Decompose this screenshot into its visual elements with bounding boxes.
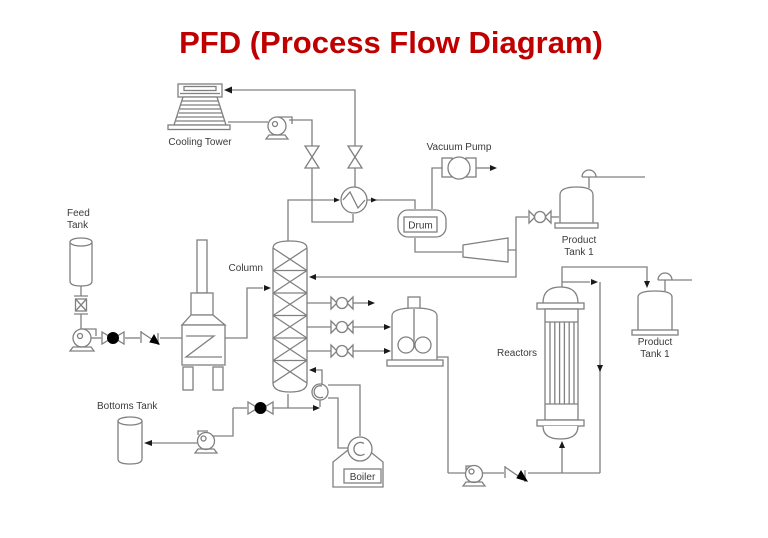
bottoms-tank (117, 416, 143, 465)
bottoms-tank-label: Bottoms Tank (97, 401, 158, 412)
feed-tank-label-line2: Tank (67, 220, 89, 231)
product-ball-valve (528, 209, 552, 225)
side-draw-valve-1 (330, 295, 354, 311)
bottoms-pump (193, 430, 219, 454)
feed-check-valve (140, 331, 160, 345)
side-draw-valve-2 (330, 319, 354, 335)
cooling-tower-pump (264, 116, 293, 140)
drum (397, 209, 447, 238)
vacuum-pump (441, 156, 477, 180)
pipe-lines (80, 89, 692, 474)
vacuum-pump-label: Vacuum Pump (427, 142, 492, 153)
cooling-water-valve-1 (303, 145, 321, 169)
product-tank-1-label-line2: Tank 1 (564, 247, 594, 258)
flow-arrows (144, 86, 650, 448)
feed-pump (68, 328, 97, 352)
heat-exchanger (340, 186, 368, 214)
boiler (332, 436, 384, 488)
reboiler-pump (311, 383, 329, 401)
mixing-tank (386, 296, 444, 367)
feed-globe-valve (101, 330, 125, 346)
page-title: PFD (Process Flow Diagram) (179, 25, 603, 60)
product-tank-2-label-line1: Product (638, 337, 673, 348)
circulation-pump (461, 464, 487, 487)
feed-isolation-valve (74, 295, 88, 315)
feed-tank (69, 237, 93, 287)
cooling-tower (167, 83, 231, 131)
cooling-tower-label: Cooling Tower (168, 137, 232, 148)
product-tank-1 (554, 186, 599, 229)
drum-label: Drum (408, 221, 432, 232)
reactors-label: Reactors (497, 348, 537, 359)
reactor (536, 286, 585, 440)
bottoms-globe-valve (247, 400, 274, 416)
cooling-water-valve-2 (346, 145, 364, 169)
product-tank-2 (631, 290, 679, 336)
boiler-label: Boiler (350, 472, 376, 483)
column (272, 240, 308, 393)
feed-tank-label-line1: Feed (67, 208, 90, 219)
circulation-check-valve (504, 466, 529, 482)
product-tank-1-label-line1: Product (562, 235, 597, 246)
product-tank-2-label-line2: Tank 1 (640, 349, 670, 360)
compressor (462, 237, 509, 263)
side-draw-valve-3 (330, 343, 354, 359)
column-label: Column (229, 263, 263, 274)
heater (180, 239, 227, 391)
